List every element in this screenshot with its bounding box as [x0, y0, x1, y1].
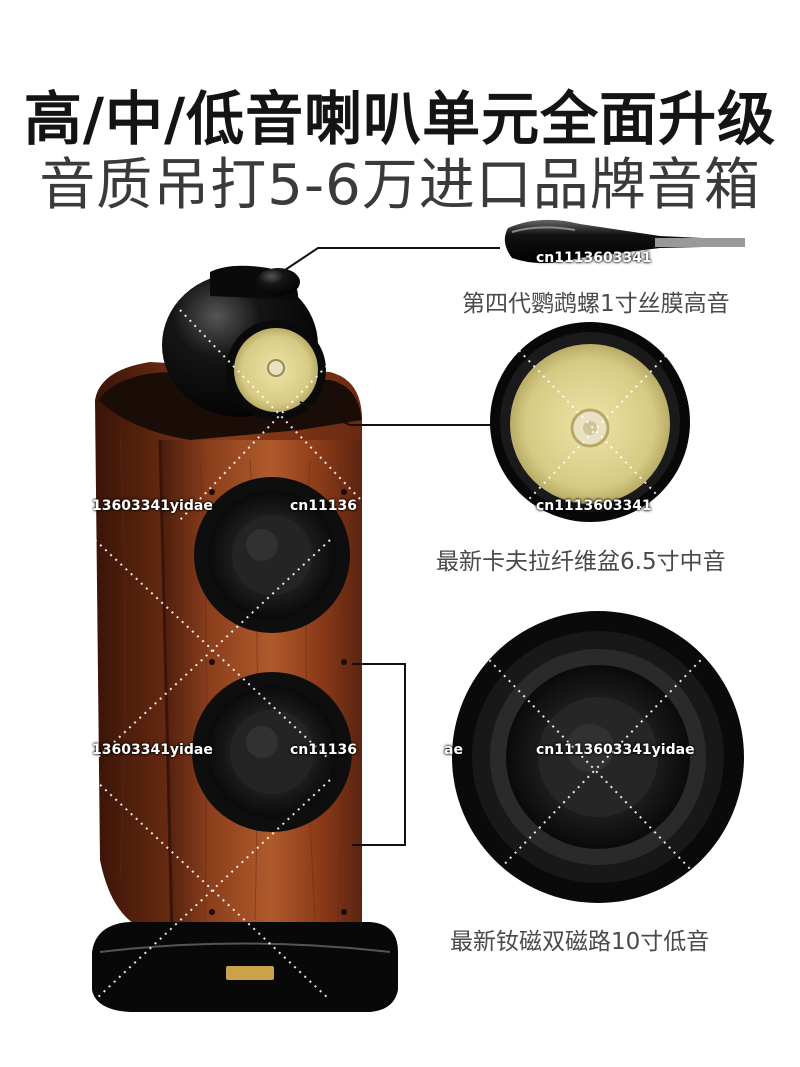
watermark-left-lower: 13603341yidae [92, 742, 213, 758]
tweeter-bullet-image [504, 219, 745, 263]
speaker-cabinet [95, 362, 362, 933]
headline-title: 高/中/低音喇叭单元全面升级 [23, 85, 777, 153]
watermark-right-upper: cn1113603341 [536, 498, 652, 514]
watermark-center-lower: cn11136 [290, 742, 357, 758]
woofer-driver-image [452, 611, 744, 903]
headline-subtitle: 音质吊打5-6万进口品牌音箱 [39, 153, 761, 218]
caption-tweeter: 第四代鹦鹉螺1寸丝膜高音 [462, 291, 730, 317]
watermark-right-lower: cn1113603341yidae [536, 742, 695, 758]
caption-woofer: 最新钕磁双磁路10寸低音 [450, 929, 710, 955]
cabinet-mid-driver [194, 477, 350, 633]
watermark-left-upper: 13603341yidae [92, 498, 213, 514]
cabinet-tweeter-head [162, 265, 326, 420]
speaker-plinth [92, 922, 398, 1012]
midrange-driver-image [490, 322, 690, 522]
caption-midrange: 最新卡夫拉纤维盆6.5寸中音 [436, 549, 726, 575]
watermark-tweeter: cn1113603341 [536, 250, 652, 266]
watermark-center-lower-tail: ae [444, 742, 463, 758]
watermark-lines [94, 309, 721, 1001]
callout-lines [284, 247, 510, 846]
cabinet-bass-driver [192, 672, 352, 832]
watermark-center-upper: cn11136 [290, 498, 357, 514]
